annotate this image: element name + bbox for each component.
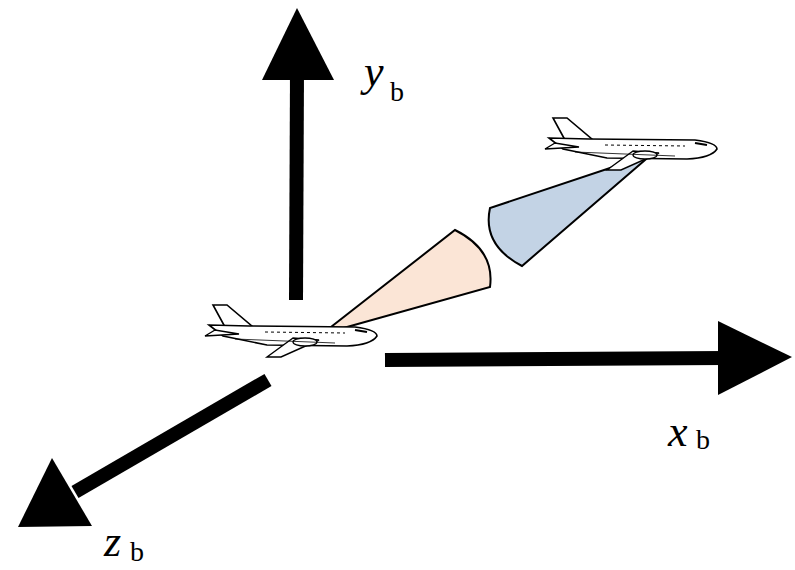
axis-label: y bbox=[364, 50, 384, 94]
axis-subscript: b bbox=[390, 78, 404, 106]
axis-subscript: b bbox=[696, 426, 710, 454]
axis-label: x bbox=[668, 410, 688, 454]
axis-subscript: b bbox=[130, 538, 144, 566]
axis-label: z bbox=[104, 520, 121, 564]
